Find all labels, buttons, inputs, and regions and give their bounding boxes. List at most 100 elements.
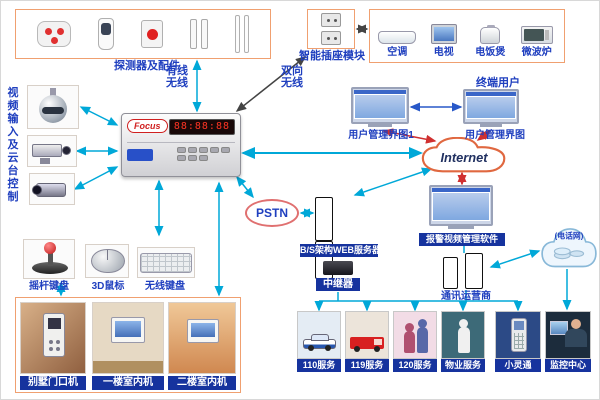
mouse-photo — [85, 244, 129, 278]
web-server-label: B/S架构WEB服务器 — [300, 244, 378, 257]
keyboard-icon — [140, 253, 192, 273]
indoor-unit1-photo — [92, 302, 164, 374]
alarm-software-label: 报警视频管理软件 — [419, 233, 505, 246]
telecom-servers — [443, 253, 489, 289]
telecom-label: 通讯运营商 — [441, 291, 491, 302]
mouse-label: 3D鼠标 — [91, 281, 125, 292]
person-icon — [417, 319, 428, 353]
two-way-wireless-label: 双向 无线 — [281, 65, 303, 89]
service-120-tile — [393, 311, 437, 359]
internet-cloud: Internet — [421, 137, 506, 173]
operator-body — [565, 329, 587, 347]
repeater-label: 中继器 — [316, 278, 360, 291]
operator-head — [571, 319, 581, 329]
phone-network-cloud: (电话网) — [541, 228, 597, 268]
camera-lens-icon — [62, 146, 71, 155]
web-server — [315, 197, 361, 279]
joystick-label: 摇杆键盘 — [29, 281, 69, 292]
wheel-icon — [374, 346, 380, 352]
appliance-aircon: 空调 — [374, 12, 421, 60]
joystick-ball-icon — [44, 242, 56, 254]
service-110-label: 110服务 — [297, 359, 341, 372]
monitor-center-tile — [545, 311, 591, 359]
door-station-icon — [43, 313, 65, 357]
ptz-camera-photo — [27, 85, 79, 129]
panel-badge — [127, 149, 153, 161]
aircon-label: 空调 — [387, 47, 408, 58]
video-input-label: 视频输入及云台控制 — [7, 87, 19, 203]
aircon-icon — [378, 31, 417, 44]
police-car-icon — [303, 334, 336, 351]
door-contact-icon — [189, 19, 208, 49]
phs-phone-tile — [495, 311, 541, 359]
wired-wireless-label: 有线 无线 — [166, 65, 188, 89]
detector-icons-row — [16, 10, 270, 58]
keyboard-label: 无线键盘 — [145, 281, 185, 292]
internet-label: Internet — [440, 150, 488, 165]
appliance-cooker: 电饭煲 — [467, 12, 514, 60]
screen-icon — [550, 321, 568, 335]
monitor-center-label: 监控中心 — [545, 359, 591, 372]
joystick-base — [32, 262, 68, 274]
main-alarm-host: Focus 88:88:88 — [121, 113, 241, 177]
phone-icon — [511, 318, 527, 352]
monitor-frame — [351, 87, 409, 124]
appliances-box: 空调 电视 电饭煲 微波炉 — [369, 9, 565, 63]
service-property-tile — [441, 311, 485, 359]
camera-lens-icon — [32, 185, 42, 195]
service-120-label: 120服务 — [393, 359, 437, 372]
camera-mount — [40, 158, 50, 164]
wheel-icon — [325, 345, 331, 351]
keyboard-photo — [137, 247, 195, 278]
indoor-unit1-label: 一楼室内机 — [92, 376, 164, 390]
bullet-camera-photo — [29, 173, 75, 205]
cooker-label: 电饭煲 — [475, 47, 506, 58]
tv-label: 电视 — [433, 47, 454, 58]
microwave-icon — [520, 26, 553, 44]
user-ui-monitor-1 — [351, 87, 409, 129]
pir-sensor-icon — [98, 18, 115, 50]
socket-icon — [321, 13, 341, 27]
microwave-label: 微波炉 — [521, 47, 552, 58]
socket-icons — [308, 10, 354, 48]
appliance-tv: 电视 — [421, 12, 468, 60]
detectors-box — [15, 9, 271, 59]
ceiling-siren-icon — [37, 21, 72, 47]
intercom-box: 别墅门口机 一楼室内机 二楼室内机 — [15, 297, 241, 393]
socket-module-label: 智能插座模块 — [299, 50, 365, 62]
mouse-icon — [91, 249, 125, 273]
phs-phone-label: 小灵通 — [495, 359, 541, 372]
repeater-device — [323, 261, 353, 275]
indoor-unit-icon — [187, 319, 219, 343]
furniture — [93, 361, 163, 373]
service-110-tile — [297, 311, 341, 359]
alarm-software-monitor — [429, 185, 493, 231]
ptz-dome-icon — [39, 95, 67, 123]
person-icon — [404, 323, 415, 353]
monitor-stand — [448, 226, 474, 229]
window-contact-icon — [234, 15, 249, 53]
brand-logo: Focus — [127, 119, 168, 133]
rice-cooker-icon — [480, 25, 501, 44]
server-tower-icon — [443, 257, 458, 289]
monitor-stand — [479, 124, 503, 127]
appliances-row: 空调 电视 电饭煲 微波炉 — [370, 10, 564, 62]
panel-divider — [127, 135, 235, 143]
fire-truck-icon — [350, 337, 384, 352]
indoor-unit2-label: 二楼室内机 — [168, 376, 236, 390]
user-ui-1-label: 用户管理界图1 — [348, 130, 414, 141]
service-119-tile — [345, 311, 389, 359]
user-ui-2-label: 用户管理界图 — [465, 130, 525, 141]
server-tower-icon — [315, 197, 333, 241]
joystick-photo — [23, 239, 75, 279]
detectors-label: 探测器及配件 — [114, 60, 180, 72]
panic-button-icon — [140, 20, 163, 48]
truck-window — [374, 339, 382, 345]
tv-icon — [430, 24, 457, 44]
phone-network-label: (电话网) — [555, 230, 584, 240]
socket-module-box — [307, 9, 355, 49]
car-cabin — [311, 334, 329, 341]
person-icon — [458, 319, 470, 353]
box-camera-photo — [27, 135, 77, 167]
pstn-node: PSTN — [245, 199, 299, 227]
